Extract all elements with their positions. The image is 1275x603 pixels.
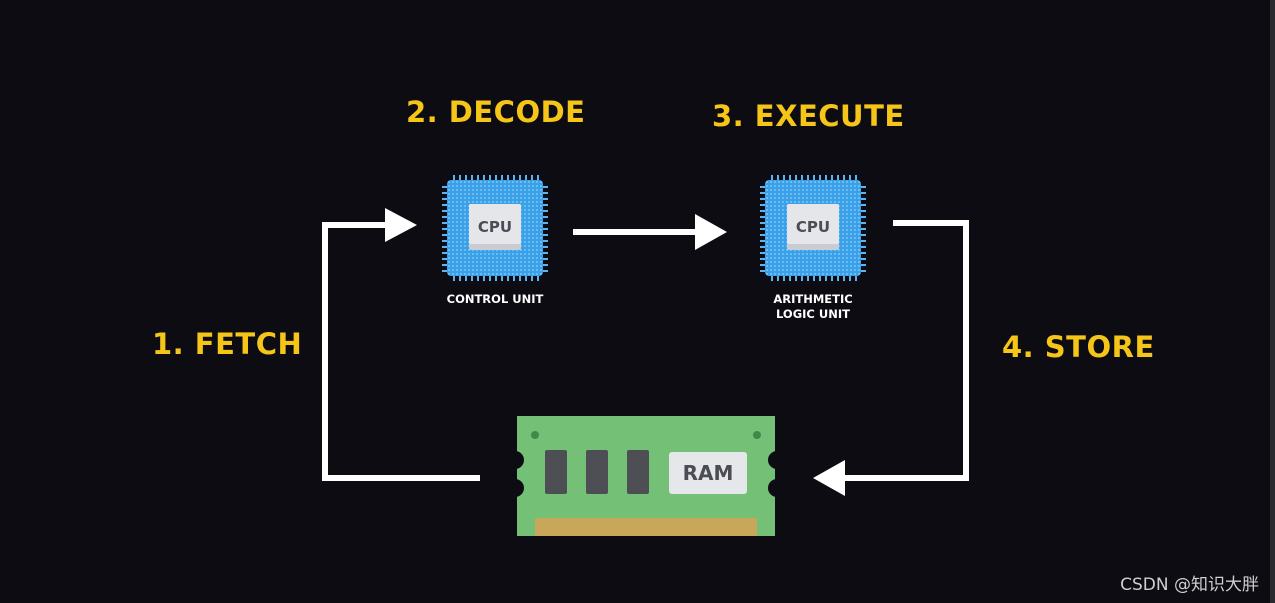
alu-chip: CPU [760, 175, 866, 281]
ram-notch-right [768, 451, 786, 469]
step-store-label: 4. STORE [1002, 330, 1155, 364]
step-execute-label: 3. EXECUTE [712, 99, 905, 133]
decode-to-execute-arrow [573, 214, 727, 250]
ram-notch-left [506, 451, 524, 469]
chip-pins [442, 175, 548, 281]
cpu-label: CPU [796, 218, 830, 236]
ram-module: RAM [506, 416, 786, 536]
step-fetch-label: 1. FETCH [152, 327, 303, 361]
alu-caption-line1: ARITHMETIC [773, 292, 853, 306]
watermark: CSDN @知识大胖 [1120, 575, 1259, 595]
step-decode-label: 2. DECODE [406, 95, 586, 129]
ram-label-plate [669, 452, 747, 494]
memory-chip [545, 450, 567, 494]
alu-caption-line2: LOGIC UNIT [776, 307, 850, 321]
memory-chip [586, 450, 608, 494]
cpu-label: CPU [478, 218, 512, 236]
ram-label: RAM [683, 461, 734, 485]
ram-contacts [517, 518, 775, 536]
control-unit-caption: CONTROL UNIT [446, 292, 544, 306]
store-arrow [813, 220, 969, 496]
fetch-arrow [322, 208, 480, 481]
control-unit-chip: CPU [442, 175, 548, 281]
chip-pins [760, 175, 866, 281]
edge-strip [1270, 0, 1275, 603]
memory-chip [627, 450, 649, 494]
